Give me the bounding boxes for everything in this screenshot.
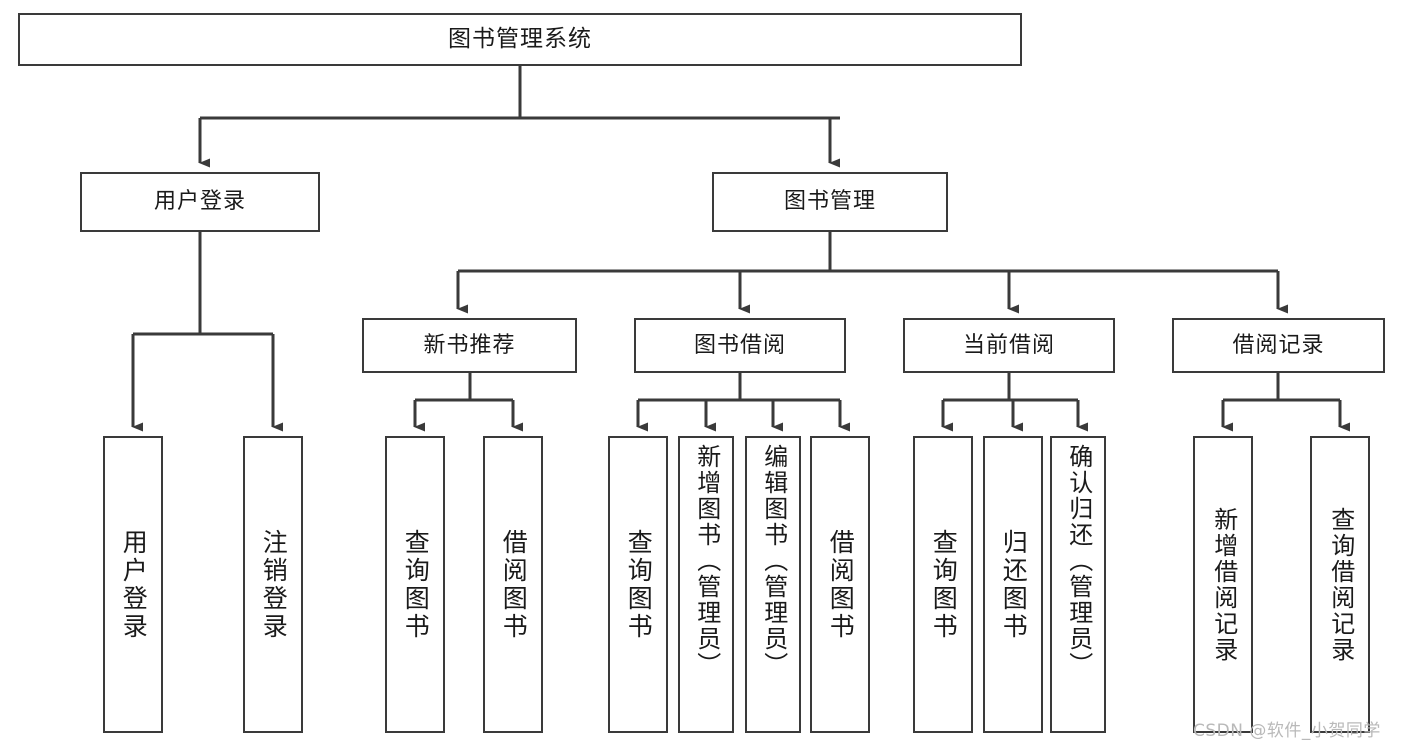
node-leaf-user-logout-label: 注销登录: [259, 528, 289, 641]
csdn-watermark: CSDN @软件_小贺同学: [1193, 721, 1381, 741]
node-leaf-add-record-label: 新增借阅记录: [1209, 506, 1238, 663]
node-leaf-add-book-admin[interactable]: 新增图书（管理员）: [678, 436, 734, 733]
node-leaf-query-record-label: 查询借阅记录: [1326, 506, 1355, 663]
node-leaf-query-book-cur[interactable]: 查询图书: [913, 436, 973, 733]
node-leaf-add-record[interactable]: 新增借阅记录: [1193, 436, 1253, 733]
node-book-manage-label: 图书管理: [783, 189, 876, 215]
node-leaf-borrow-book[interactable]: 借阅图书: [810, 436, 870, 733]
node-borrow-records[interactable]: 借阅记录: [1172, 318, 1385, 373]
node-leaf-query-book[interactable]: 查询图书: [608, 436, 668, 733]
node-leaf-return-book-label: 归还图书: [999, 528, 1029, 641]
node-user-login[interactable]: 用户登录: [80, 172, 320, 232]
node-leaf-user-login-label: 用户登录: [119, 528, 149, 641]
node-book-borrow[interactable]: 图书借阅: [634, 318, 846, 373]
node-leaf-borrow-book-label: 借阅图书: [826, 528, 856, 641]
node-leaf-user-login[interactable]: 用户登录: [103, 436, 163, 733]
node-leaf-edit-book-admin[interactable]: 编辑图书（管理员）: [745, 436, 801, 733]
node-leaf-borrow-book-rec-label: 借阅图书: [499, 528, 529, 641]
node-leaf-query-record[interactable]: 查询借阅记录: [1310, 436, 1370, 733]
node-leaf-return-book[interactable]: 归还图书: [983, 436, 1043, 733]
node-new-book-rec[interactable]: 新书推荐: [362, 318, 577, 373]
node-leaf-confirm-return-label: 确认归还（管理员）: [1064, 444, 1093, 678]
node-leaf-add-book-admin-label: 新增图书（管理员）: [692, 444, 721, 678]
node-leaf-user-logout[interactable]: 注销登录: [243, 436, 303, 733]
node-leaf-borrow-book-rec[interactable]: 借阅图书: [483, 436, 543, 733]
node-leaf-confirm-return[interactable]: 确认归还（管理员）: [1050, 436, 1106, 733]
node-book-borrow-label: 图书借阅: [693, 332, 786, 358]
node-new-book-rec-label: 新书推荐: [423, 332, 516, 358]
node-root-label: 图书管理系统: [448, 26, 592, 53]
node-root[interactable]: 图书管理系统: [18, 13, 1022, 66]
node-leaf-edit-book-admin-label: 编辑图书（管理员）: [759, 444, 788, 678]
node-current-borrow[interactable]: 当前借阅: [903, 318, 1115, 373]
node-leaf-query-book-label: 查询图书: [624, 528, 654, 641]
node-book-manage[interactable]: 图书管理: [712, 172, 948, 232]
node-user-login-label: 用户登录: [153, 189, 246, 215]
node-current-borrow-label: 当前借阅: [962, 332, 1055, 358]
node-leaf-query-book-rec-label: 查询图书: [401, 528, 431, 641]
node-borrow-records-label: 借阅记录: [1232, 332, 1325, 358]
node-leaf-query-book-cur-label: 查询图书: [929, 528, 959, 641]
node-leaf-query-book-rec[interactable]: 查询图书: [385, 436, 445, 733]
